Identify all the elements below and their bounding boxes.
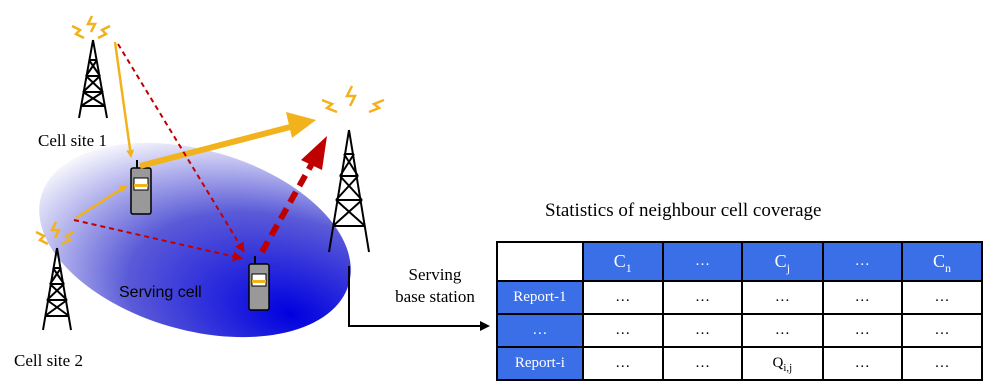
serving-bs-line1: Serving [408, 265, 462, 284]
table-cell: … [661, 346, 744, 381]
table-title: Statistics of neighbour cell coverage [545, 200, 822, 221]
table-cell: … [900, 280, 983, 315]
header-cell-ellipsis: … [821, 241, 903, 282]
serving-cell-label: Serving cell [119, 284, 202, 301]
table-row: Report-i … … Qi,j … … [496, 346, 983, 381]
table-cell-qij: Qi,j [741, 346, 824, 381]
serving-base-station-label: Serving base station [380, 264, 490, 308]
header-cell-cn: Cn [900, 241, 983, 282]
mobile-phone-icon [130, 160, 152, 215]
signal-icon-site-2 [35, 221, 75, 246]
row-label: Report-i [496, 346, 584, 381]
signal-icon-site-1 [71, 15, 111, 40]
cell-site-2-tower [42, 247, 72, 331]
report-arrow-phone1-to-bs [139, 112, 316, 169]
serving-bs-line2: base station [395, 287, 475, 306]
header-cell-c1: C1 [581, 241, 664, 282]
signal-icon-serving-bs [321, 85, 385, 114]
serving-base-station-tower [328, 129, 370, 253]
table-cell: … [900, 313, 983, 348]
table-cell: … [581, 280, 664, 315]
table-cell: … [661, 280, 744, 315]
coverage-statistics-table: C1 … Cj … Cn Report-1 … … … … … … … … … … [496, 241, 983, 381]
header-cell-cj: Cj [741, 241, 824, 282]
mobile-phone-icon [248, 256, 270, 311]
table-cell: … [581, 346, 664, 381]
table-cell: … [821, 346, 903, 381]
dashed-arrow-site2-to-phone2 [73, 219, 243, 262]
cell-site-2-label: Cell site 2 [14, 351, 83, 370]
table-cell: … [741, 313, 824, 348]
connector-arrow-to-table [348, 266, 490, 331]
table-cell: … [581, 313, 664, 348]
signal-arrow-site1-to-phone1 [113, 41, 135, 158]
signal-arrow-site2-to-phone1 [75, 184, 128, 220]
report-arrow-phone2-to-bs [259, 136, 327, 254]
table-cell: … [741, 280, 824, 315]
header-cell-empty [496, 241, 584, 282]
table-cell: … [821, 313, 903, 348]
cell-site-1-tower [78, 39, 108, 119]
row-label: … [496, 313, 584, 348]
cell-site-1-label: Cell site 1 [38, 131, 107, 150]
table-cell: … [821, 280, 903, 315]
table-cell: … [661, 313, 744, 348]
table-cell: … [900, 346, 983, 381]
table-header-row: C1 … Cj … Cn [496, 241, 983, 282]
table-row: … … … … … … [496, 313, 983, 348]
row-label: Report-1 [496, 280, 584, 315]
table-row: Report-1 … … … … … [496, 280, 983, 315]
header-cell-ellipsis: … [661, 241, 744, 282]
dashed-arrow-site1-to-phone2 [117, 43, 245, 253]
